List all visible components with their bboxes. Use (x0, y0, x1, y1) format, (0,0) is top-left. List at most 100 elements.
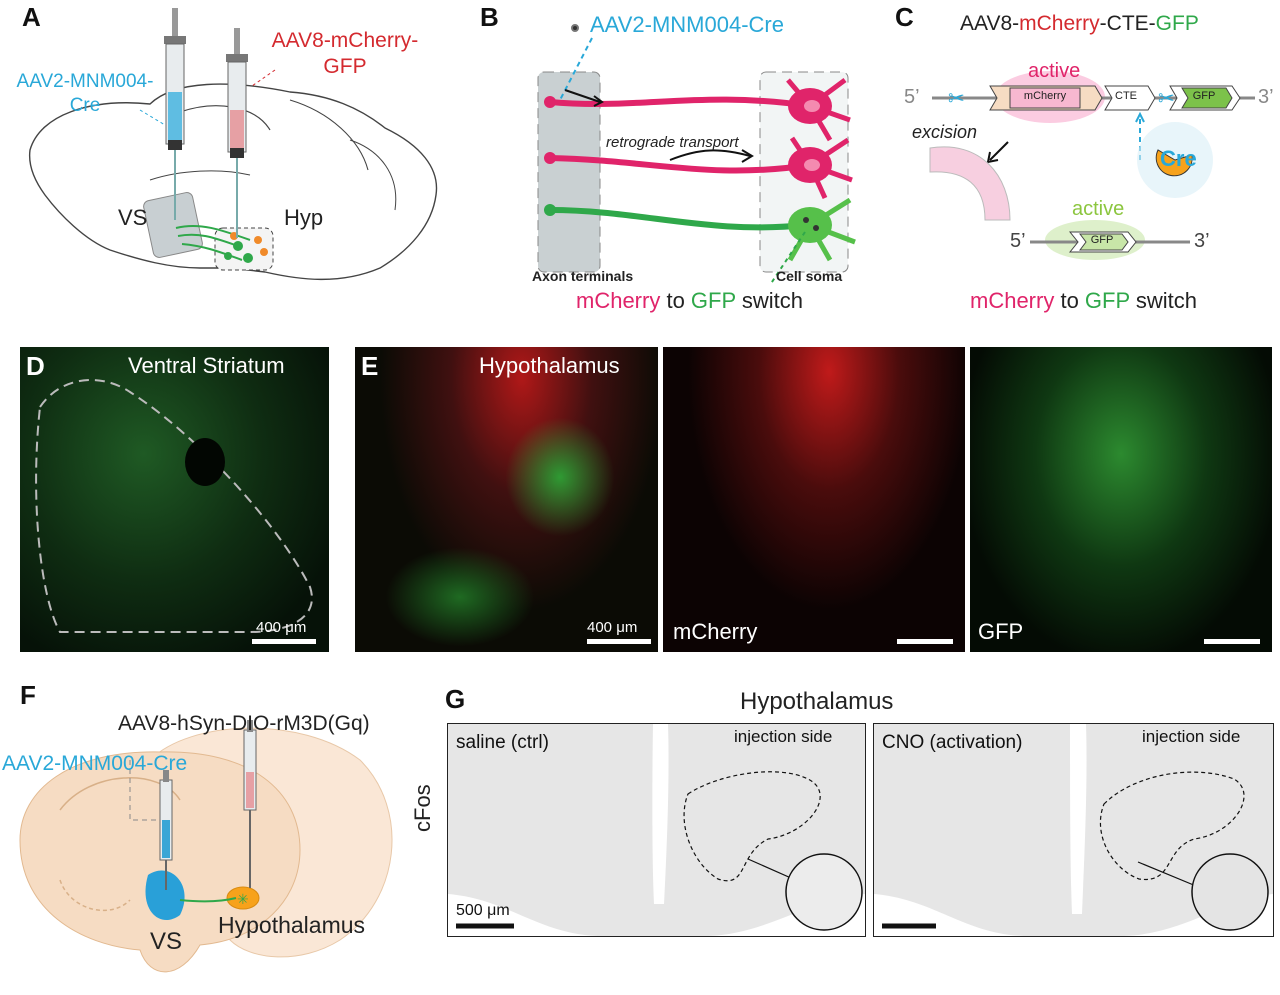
panel-d-image: D Ventral Striatum 400 μm (20, 347, 329, 652)
c-excision-label: excision (912, 122, 978, 142)
f-hyp-label: Hypothalamus (218, 912, 366, 938)
c-cre-label: Cre (1160, 146, 1197, 171)
e-title: Hypothalamus (479, 353, 620, 378)
neuron-1 (786, 77, 851, 142)
b-soma-label: Cell soma (776, 268, 843, 284)
e-scale-text: 400 μm (587, 619, 638, 636)
e-gfp-lower (385, 547, 535, 647)
panel-g-label: G (445, 684, 466, 714)
c-mcherry-box: mCherry (1023, 90, 1067, 102)
panel-c-label: C (895, 2, 914, 32)
c-five-prime-b: 5’ (1010, 230, 1026, 252)
e-ch3-scale-bar (1204, 639, 1260, 644)
d-scale-bar (252, 639, 316, 644)
g-act-inset (1191, 853, 1269, 931)
e-gfp-cluster (505, 417, 615, 537)
b-transport-label: retrograde transport (606, 134, 739, 151)
e-ch3-label: GFP (978, 619, 1024, 644)
hyp-blob (226, 886, 260, 910)
c-three-prime: 3’ (1258, 86, 1274, 108)
neuron-2 (788, 136, 853, 200)
c-gfp-box-b: GFP (1090, 234, 1114, 246)
panel-e-gfp-image: GFP (970, 347, 1272, 652)
panel-d-label: D (26, 351, 45, 381)
g-ctrl-label: saline (ctrl) (456, 732, 549, 753)
panel-a-label: A (22, 2, 41, 32)
e-scale-bar (587, 639, 651, 644)
c-construct-mcherry: mCherry (1019, 12, 1100, 35)
g-inj2-label: injection side (1142, 727, 1241, 746)
b-vector-label: AAV2-MNM004-Cre (590, 12, 784, 37)
c-construct-aav8: AAV8- (960, 12, 1020, 35)
b-switch-mcherry: mCherry (576, 288, 661, 313)
a-vs-label: VS (118, 205, 148, 230)
b-switch-label: mCherry to GFP switch (576, 288, 803, 314)
a-cre-vector-label: AAV2-MNM004- Cre (16, 71, 154, 116)
g-scale-text: 500 μm (456, 902, 510, 919)
syringe-cre (164, 8, 186, 220)
panel-c-diagram: ✂ ✂ (929, 71, 1255, 260)
g-ctrl-inset (785, 853, 863, 931)
g-act-image: CNO (activation) injection side (873, 723, 1274, 937)
svg-text:✂: ✂ (948, 86, 965, 110)
g-title: Hypothalamus (740, 688, 894, 715)
g-ylabel: cFos (410, 784, 435, 832)
g-act-roi (1099, 771, 1245, 881)
panel-e-mcherry-image: mCherry (663, 347, 965, 652)
c-active-bottom: active (1072, 198, 1125, 220)
a-hyp-label: Hyp (284, 205, 324, 230)
c-active-top: active (1028, 60, 1081, 82)
b-switch-word: switch (735, 288, 803, 313)
svg-text:✂: ✂ (1158, 86, 1175, 110)
ventricle-dark (185, 438, 225, 486)
axon-terminal-box (537, 71, 601, 273)
g-inj1-label: injection side (734, 727, 833, 746)
f-dreadd-label: AAV8-hSyn-DIO-rM3D(Gq) (118, 712, 370, 735)
panel-b-diagram (537, 24, 856, 286)
b-switch-gfp: GFP (690, 288, 736, 313)
fiber-2 (549, 155, 811, 174)
c-switch-to: to (1054, 288, 1085, 313)
e-ch2-scale-bar (897, 639, 953, 644)
b-switch-to: to (660, 288, 691, 313)
panel-e-label: E (361, 351, 379, 381)
g-ctrl-ventricle (652, 724, 669, 904)
c-three-prime-b: 3’ (1194, 230, 1210, 252)
g-ctrl-roi (683, 771, 821, 882)
brain-front (19, 751, 301, 973)
c-construct-label: AAV8-mCherry-CTE-GFP (960, 12, 1199, 36)
f-syringe-cre (159, 770, 173, 890)
panel-f-diagram: ✳ (19, 720, 393, 973)
c-construct-cte: -CTE- (1099, 12, 1156, 35)
vs-blob (145, 870, 185, 921)
panel-e-merge-image: E Hypothalamus 400 μm (355, 347, 658, 652)
c-cte-box: CTE (1115, 90, 1137, 102)
d-scale-text: 400 μm (256, 619, 307, 636)
c-switch-word: switch (1129, 288, 1197, 313)
vs-outline (35, 379, 313, 633)
c-construct-gfp: GFP (1155, 12, 1199, 35)
g-ctrl-image: saline (ctrl) injection side 500 μm (447, 723, 866, 937)
fiber-1 (549, 96, 811, 109)
panel-b-label: B (480, 2, 499, 32)
f-vs-label: VS (150, 928, 183, 955)
syringe-reporter (226, 28, 248, 238)
g-act-ventricle (1070, 724, 1087, 914)
panel-f-label: F (20, 680, 36, 710)
panel-a-diagram (28, 8, 438, 281)
f-syringe-dreadd (243, 720, 257, 888)
neuron-stars (224, 232, 268, 263)
g-act-label: CNO (activation) (882, 732, 1023, 753)
c-switch-label: mCherry to GFP switch (970, 288, 1197, 314)
c-gfp-box: GFP (1192, 90, 1216, 102)
c-five-prime: 5’ (904, 86, 920, 108)
a-reporter-vector-label: AAV8-mCherry- GFP (271, 29, 419, 78)
neuron-3 (787, 197, 856, 262)
f-cre-label: AAV2-MNM004-Cre (2, 752, 188, 775)
d-title: Ventral Striatum (128, 353, 285, 378)
fiber-3 (549, 207, 806, 231)
svg-text:✳: ✳ (237, 892, 249, 908)
e-ch2-label: mCherry (673, 619, 758, 644)
vs-region (143, 192, 203, 258)
c-switch-gfp: GFP (1084, 288, 1130, 313)
